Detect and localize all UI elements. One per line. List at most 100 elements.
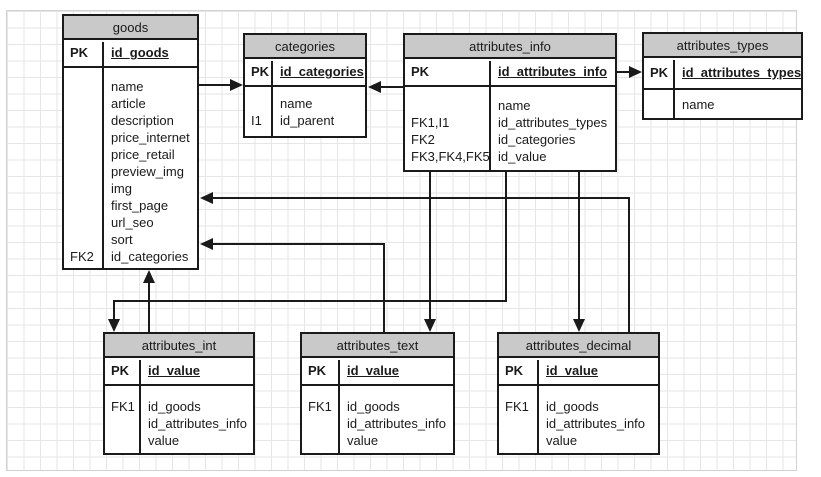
key-cell: FK1,I1 bbox=[411, 115, 450, 130]
key-cell: FK2 bbox=[70, 249, 94, 264]
table-attributes-types[interactable]: attributes_types PK id_attributes_types … bbox=[642, 32, 803, 120]
column-divider bbox=[139, 360, 141, 453]
column-divider bbox=[338, 360, 340, 453]
table-body: FK1 id_goods id_attributes_info value bbox=[105, 386, 253, 449]
pk-row: PK id_categories bbox=[245, 59, 365, 87]
field-cell: id_parent bbox=[280, 113, 335, 128]
key-cell bbox=[405, 97, 491, 114]
table-row: first_page bbox=[64, 197, 197, 214]
table-row: img bbox=[64, 180, 197, 197]
column-divider bbox=[673, 60, 675, 118]
pk-label: PK bbox=[505, 363, 524, 378]
table-title: attributes_int bbox=[105, 334, 253, 358]
field-cell: id_value bbox=[498, 149, 547, 164]
key-cell bbox=[644, 96, 675, 113]
table-categories[interactable]: categories PK id_categories name I1 id_p… bbox=[243, 33, 367, 138]
line-segment bbox=[617, 71, 631, 73]
column-divider bbox=[489, 61, 491, 170]
table-attributes-text[interactable]: attributes_text PK id_value FK1 id_goods… bbox=[300, 332, 455, 455]
table-attributes-int[interactable]: attributes_int PK id_value FK1 id_goods … bbox=[103, 332, 255, 455]
field-cell: sort bbox=[111, 232, 133, 247]
pk-row: PK id_value bbox=[302, 358, 453, 386]
arrowhead-icon bbox=[143, 270, 155, 283]
table-row: name bbox=[644, 96, 801, 113]
line-segment bbox=[113, 300, 115, 321]
field-cell: price_internet bbox=[111, 130, 190, 145]
key-cell bbox=[105, 415, 141, 432]
table-body: FK1 id_goods id_attributes_info value bbox=[302, 386, 453, 449]
table-row: name bbox=[405, 97, 615, 114]
key-cell bbox=[64, 163, 104, 180]
arrowhead-icon bbox=[200, 192, 213, 204]
line-segment bbox=[199, 84, 231, 86]
pk-row: PK id_value bbox=[499, 358, 658, 386]
key-cell bbox=[499, 415, 539, 432]
table-row: value bbox=[499, 432, 658, 449]
line-segment bbox=[505, 172, 507, 302]
column-divider bbox=[271, 61, 273, 136]
table-row: url_seo bbox=[64, 214, 197, 231]
line-segment bbox=[578, 172, 580, 320]
arrowhead-icon bbox=[200, 238, 213, 250]
field-cell: id_goods bbox=[347, 399, 400, 414]
table-row: FK1,I1 id_attributes_types bbox=[405, 114, 615, 131]
pk-field: id_attributes_types bbox=[682, 65, 802, 80]
key-cell bbox=[64, 197, 104, 214]
table-goods[interactable]: goods PK id_goods name article descripti… bbox=[62, 14, 199, 270]
line-segment bbox=[211, 243, 385, 245]
field-cell: name bbox=[280, 96, 313, 111]
pk-row: PK id_attributes_types bbox=[644, 58, 801, 90]
table-row: FK1 id_goods bbox=[302, 398, 453, 415]
table-row: sort bbox=[64, 231, 197, 248]
table-attributes-info[interactable]: attributes_info PK id_attributes_info na… bbox=[403, 33, 617, 172]
key-cell bbox=[105, 432, 141, 449]
table-row: id_attributes_info bbox=[499, 415, 658, 432]
field-cell: name bbox=[682, 97, 715, 112]
table-row: FK3,FK4,FK5 id_value bbox=[405, 148, 615, 165]
table-row: FK2 id_categories bbox=[64, 248, 197, 265]
field-cell: description bbox=[111, 113, 174, 128]
table-row: id_attributes_info bbox=[105, 415, 253, 432]
line-segment bbox=[113, 300, 507, 302]
line-segment bbox=[383, 243, 385, 332]
arrowhead-icon bbox=[573, 319, 585, 332]
field-cell: id_goods bbox=[546, 399, 599, 414]
pk-field: id_attributes_info bbox=[498, 64, 608, 79]
line-segment bbox=[628, 197, 630, 332]
table-title: categories bbox=[245, 35, 365, 59]
table-row: name bbox=[64, 78, 197, 95]
pk-field: id_categories bbox=[280, 64, 364, 79]
arrowhead-icon bbox=[230, 79, 243, 91]
key-cell bbox=[64, 146, 104, 163]
field-cell: url_seo bbox=[111, 215, 154, 230]
pk-row: PK id_goods bbox=[64, 40, 197, 68]
table-body: name I1 id_parent bbox=[245, 87, 365, 129]
pk-row: PK id_attributes_info bbox=[405, 59, 615, 87]
table-row: price_retail bbox=[64, 146, 197, 163]
table-row: FK1 id_goods bbox=[499, 398, 658, 415]
key-cell bbox=[245, 95, 273, 112]
key-cell: FK1 bbox=[505, 399, 529, 414]
field-cell: img bbox=[111, 181, 132, 196]
field-cell: value bbox=[546, 433, 578, 448]
table-attributes-decimal[interactable]: attributes_decimal PK id_value FK1 id_go… bbox=[497, 332, 660, 455]
key-cell bbox=[64, 78, 104, 95]
field-cell: preview_img bbox=[111, 164, 184, 179]
key-cell bbox=[64, 231, 104, 248]
pk-label: PK bbox=[650, 65, 669, 80]
field-cell: value bbox=[148, 433, 180, 448]
field-cell: value bbox=[347, 433, 379, 448]
field-cell: id_attributes_info bbox=[546, 416, 646, 431]
table-title: attributes_types bbox=[644, 34, 801, 58]
field-cell: id_categories bbox=[111, 249, 189, 264]
key-cell bbox=[64, 129, 104, 146]
table-row: value bbox=[105, 432, 253, 449]
table-row: value bbox=[302, 432, 453, 449]
key-cell: FK3,FK4,FK5 bbox=[411, 149, 490, 164]
line-segment bbox=[148, 282, 150, 332]
pk-label: PK bbox=[111, 363, 130, 378]
table-row: price_internet bbox=[64, 129, 197, 146]
field-cell: id_attributes_types bbox=[498, 115, 608, 130]
table-title: goods bbox=[64, 16, 197, 40]
pk-field: id_value bbox=[148, 363, 201, 378]
